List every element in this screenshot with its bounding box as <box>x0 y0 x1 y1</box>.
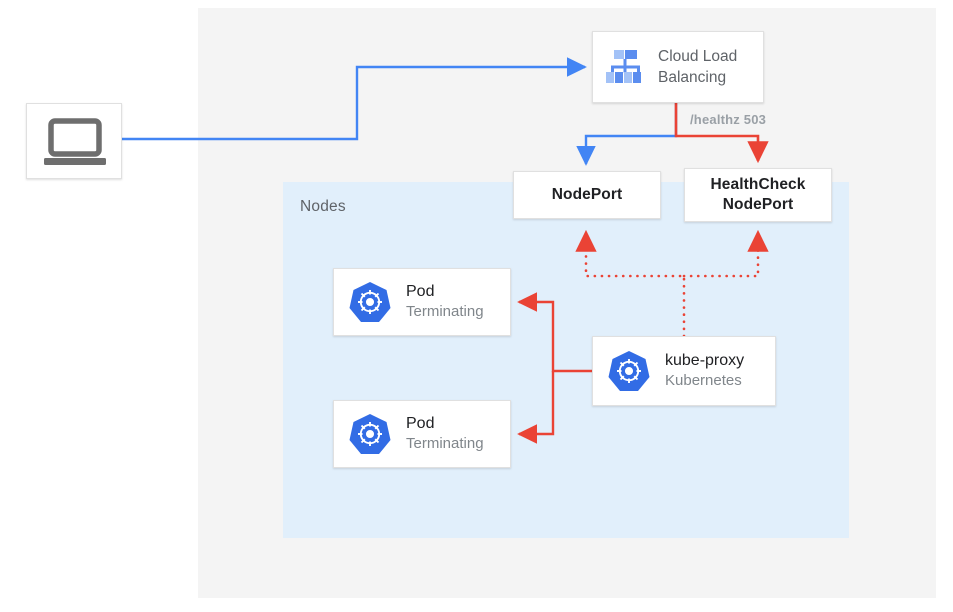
cloud-load-balancing-node[interactable]: Cloud Load Balancing <box>592 31 764 103</box>
kube-proxy-text: kube-proxy Kubernetes <box>665 351 744 391</box>
hcnp-label-line2: NodePort <box>722 196 794 213</box>
laptop-icon <box>44 118 106 165</box>
healthz-edge-label: /healthz 503 <box>690 112 767 127</box>
kubernetes-icon <box>349 282 391 322</box>
hcnp-label-line1: HealthCheck <box>710 176 806 193</box>
lb-label-line1: Cloud Load <box>658 48 738 65</box>
kube-proxy-title: kube-proxy <box>665 352 745 369</box>
kube-proxy-node[interactable]: kube-proxy Kubernetes <box>592 336 776 406</box>
kubernetes-icon <box>349 414 391 454</box>
cloud-load-balancing-icon <box>606 50 641 83</box>
healthcheck-nodeport-label: HealthCheck NodePort <box>711 175 806 215</box>
nodeport-label: NodePort <box>551 186 623 203</box>
pod-2-text: Pod Terminating <box>406 414 484 454</box>
client-node[interactable] <box>26 103 122 179</box>
pod-1-title: Pod <box>406 283 435 300</box>
nodeport-node[interactable]: NodePort <box>513 171 661 219</box>
pod-2-subtitle: Terminating <box>406 435 484 452</box>
kubernetes-icon <box>608 351 650 391</box>
lb-label-line2: Balancing <box>658 69 727 86</box>
pod-1-text: Pod Terminating <box>406 282 484 322</box>
nodes-region-label: Nodes <box>300 198 346 215</box>
pod-node-2[interactable]: Pod Terminating <box>333 400 511 468</box>
pod-1-subtitle: Terminating <box>406 303 484 320</box>
cloud-load-balancing-label: Cloud Load Balancing <box>658 46 737 88</box>
pod-2-title: Pod <box>406 415 435 432</box>
healthcheck-nodeport-node[interactable]: HealthCheck NodePort <box>684 168 832 222</box>
kube-proxy-subtitle: Kubernetes <box>665 372 742 389</box>
pod-node-1[interactable]: Pod Terminating <box>333 268 511 336</box>
